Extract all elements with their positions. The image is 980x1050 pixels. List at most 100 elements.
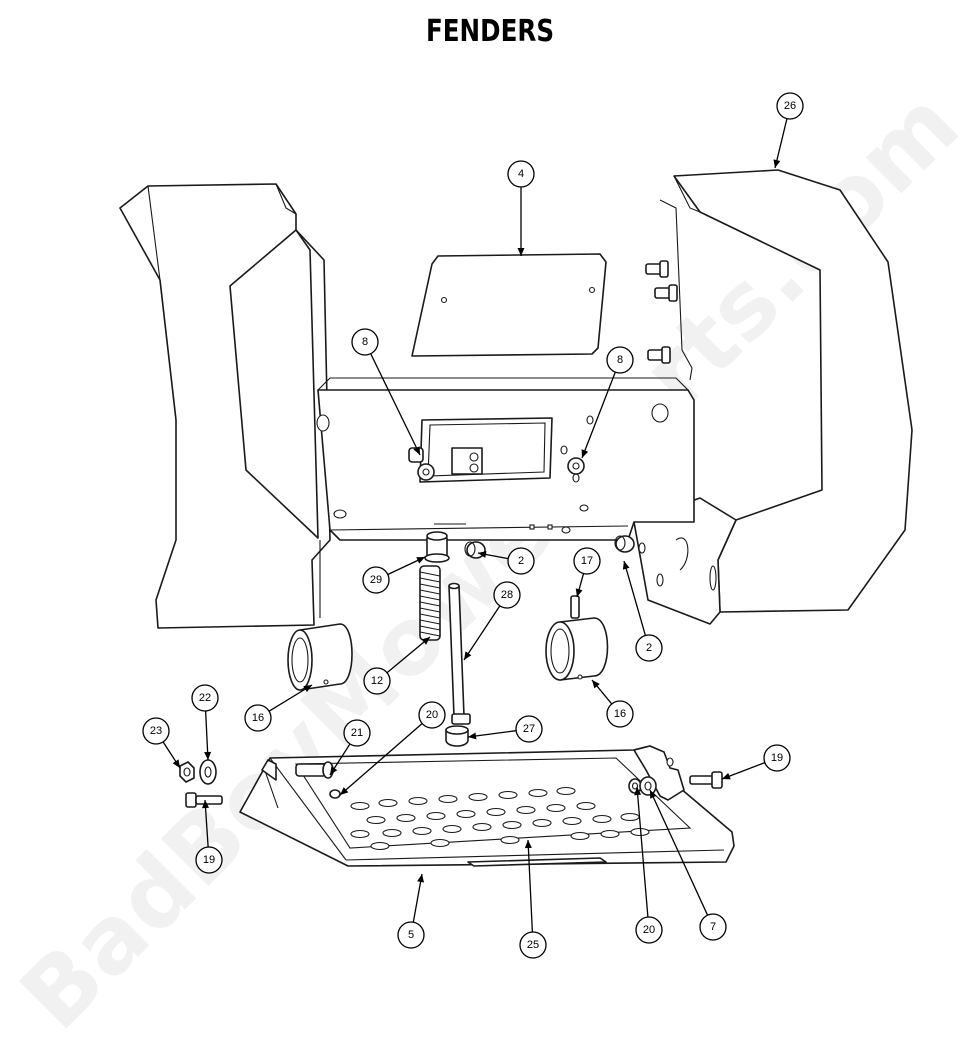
callout-label: 23 [150, 725, 162, 737]
callout-label: 20 [643, 924, 655, 936]
left-fender[interactable] [119, 183, 331, 629]
callout-7[interactable]: 7 [649, 789, 727, 941]
pivot-rod[interactable] [448, 582, 471, 725]
callout-12[interactable]: 12 [363, 636, 431, 695]
center-panel[interactable] [316, 377, 695, 541]
bolt-left[interactable] [185, 792, 223, 808]
stud[interactable] [295, 761, 334, 779]
callout-label: 5 [408, 929, 414, 941]
callout-8[interactable]: 8 [581, 346, 634, 459]
callout-label: 7 [710, 921, 716, 933]
callout-25[interactable]: 25 [519, 839, 547, 959]
callout-circle [573, 547, 601, 575]
callout-16[interactable]: 16 [244, 684, 313, 732]
callout-circle [142, 717, 170, 745]
callout-8[interactable]: 8 [351, 328, 421, 456]
leader-line [623, 560, 647, 636]
leader-arrowhead [204, 751, 212, 760]
callout-circle [343, 719, 371, 747]
callout-22[interactable]: 22 [191, 684, 219, 761]
callout-5[interactable]: 5 [397, 873, 425, 949]
small-nut-tread[interactable] [329, 789, 341, 799]
leader-arrowhead [303, 685, 312, 693]
bumper-left[interactable] [408, 447, 435, 481]
washer-bracket[interactable] [639, 776, 657, 796]
callout-label: 27 [523, 723, 535, 735]
spacer-left[interactable] [287, 623, 353, 691]
leader-line [467, 730, 517, 738]
callout-label: 16 [252, 712, 264, 724]
leader-line [412, 873, 423, 923]
callout-circle [606, 346, 634, 374]
right-fender[interactable] [633, 169, 913, 625]
callout-2[interactable]: 2 [622, 560, 663, 662]
callout-circle [397, 921, 425, 949]
callout-21[interactable]: 21 [329, 719, 371, 776]
bumper-stop-left[interactable] [464, 541, 486, 559]
callout-circle [776, 92, 804, 120]
bumper-right[interactable] [567, 457, 585, 475]
callout-label: 19 [203, 854, 215, 866]
leader-arrowhead [517, 248, 525, 256]
callout-16[interactable]: 16 [591, 679, 634, 728]
callout-label: 19 [771, 752, 783, 764]
spacer-right[interactable] [545, 617, 609, 681]
callout-circle [507, 547, 535, 575]
washer-left[interactable] [199, 759, 217, 785]
callout-label: 16 [614, 708, 626, 720]
callout-23[interactable]: 23 [142, 717, 181, 769]
callout-circle [493, 581, 521, 609]
leader-arrowhead [634, 787, 642, 796]
rod-cap[interactable] [445, 725, 469, 747]
footrest[interactable] [239, 745, 735, 867]
callout-label: 22 [199, 692, 211, 704]
callout-4[interactable]: 4 [507, 160, 535, 256]
latch-pin[interactable] [570, 595, 580, 619]
callout-label: 8 [362, 336, 368, 348]
callout-27[interactable]: 27 [467, 715, 543, 743]
bolt-fender-1[interactable] [645, 260, 669, 278]
callout-19[interactable]: 19 [195, 799, 223, 874]
callout-circle [351, 328, 379, 356]
callout-circle [244, 704, 272, 732]
leader-arrowhead [417, 874, 425, 883]
cover-plate[interactable] [411, 253, 607, 357]
callout-label: 28 [501, 589, 513, 601]
nut-left[interactable] [179, 761, 195, 783]
callout-circle [418, 701, 446, 729]
leader-arrowhead [340, 787, 349, 795]
callout-17[interactable]: 17 [573, 547, 601, 598]
callout-20[interactable]: 20 [634, 786, 663, 944]
tread-holes [350, 786, 650, 851]
leader-line [204, 710, 209, 761]
callout-28[interactable]: 28 [463, 581, 521, 661]
callout-label: 29 [370, 574, 382, 586]
callout-circle [635, 634, 663, 662]
callout-circle [362, 566, 390, 594]
callout-label: 2 [646, 642, 652, 654]
leader-arrowhead [650, 790, 657, 799]
bumper-stop-right[interactable] [614, 535, 635, 553]
bolt-right[interactable] [689, 771, 723, 789]
leader-arrowhead [464, 651, 472, 660]
callout-label: 20 [426, 709, 438, 721]
callout-26[interactable]: 26 [773, 92, 804, 169]
spring[interactable] [419, 565, 441, 641]
callout-2[interactable]: 2 [477, 547, 535, 575]
bolt-fender-3[interactable] [647, 346, 671, 364]
callout-circle [635, 916, 663, 944]
bolt-fender-2[interactable] [654, 284, 678, 302]
callout-circle [515, 715, 543, 743]
bushing[interactable] [424, 531, 450, 563]
leader-line [636, 786, 649, 918]
callout-label: 2 [518, 555, 524, 567]
callout-20[interactable]: 20 [339, 701, 446, 796]
leader-arrowhead [581, 449, 589, 458]
leader-line [268, 684, 313, 712]
leader-arrowhead [478, 551, 487, 558]
callout-29[interactable]: 29 [362, 556, 426, 594]
leader-arrowhead [575, 588, 583, 597]
callout-19[interactable]: 19 [721, 744, 791, 780]
